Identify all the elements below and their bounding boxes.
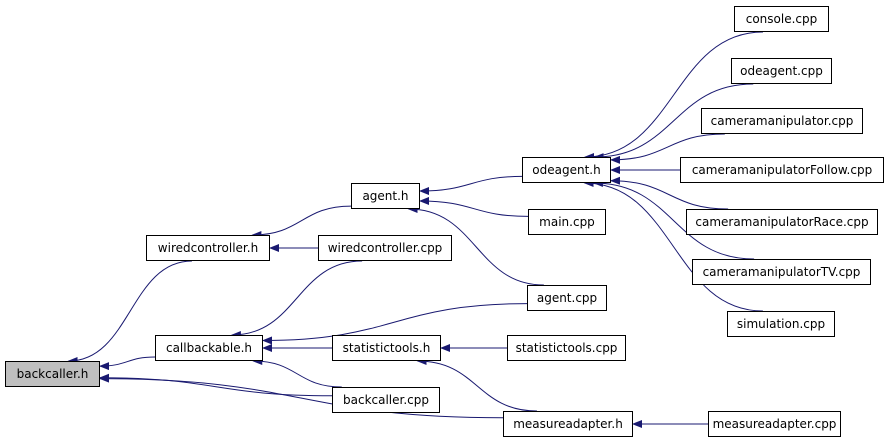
edge-cameramanipulatorRace_cpp-to-odeagent_h bbox=[610, 176, 729, 210]
node-cameramanipulatorRace-cpp[interactable]: cameramanipulatorRace.cpp bbox=[686, 209, 878, 235]
edge-callbackable_h-to-backcaller_h bbox=[99, 356, 156, 371]
edge-measureadapter_h-to-statistictools_h bbox=[416, 357, 537, 412]
node-cameramanipulatorTV-cpp[interactable]: cameramanipulatorTV.cpp bbox=[692, 259, 871, 285]
edge-wiredcontroller_cpp-to-callbackable_h bbox=[230, 260, 363, 339]
node-wiredcontroller-h[interactable]: wiredcontroller.h bbox=[146, 235, 270, 261]
node-agent-cpp[interactable]: agent.cpp bbox=[527, 285, 607, 311]
node-odeagent-cpp[interactable]: odeagent.cpp bbox=[731, 58, 832, 84]
node-backcaller-cpp[interactable]: backcaller.cpp bbox=[332, 387, 440, 413]
edge-simulation_cpp-to-odeagent_h bbox=[583, 179, 763, 312]
node-statistictools-cpp[interactable]: statistictools.cpp bbox=[507, 335, 626, 361]
node-cameramanipulator-cpp[interactable]: cameramanipulator.cpp bbox=[701, 108, 863, 134]
node-simulation-cpp[interactable]: simulation.cpp bbox=[727, 311, 835, 337]
node-statistictools-h[interactable]: statistictools.h bbox=[332, 335, 441, 361]
node-main-cpp[interactable]: main.cpp bbox=[528, 209, 606, 235]
node-odeagent-h[interactable]: odeagent.h bbox=[522, 157, 611, 183]
node-agent-h[interactable]: agent.h bbox=[351, 183, 420, 209]
edge-backcaller_cpp-to-callbackable_h bbox=[252, 357, 342, 388]
edge-wiredcontroller_h-to-backcaller_h bbox=[67, 260, 192, 365]
node-backcaller-h[interactable]: backcaller.h bbox=[5, 361, 100, 387]
edge-backcaller_cpp-to-backcaller_h bbox=[99, 373, 333, 397]
edge-odeagent_cpp-to-odeagent_h bbox=[593, 83, 754, 161]
node-measureadapter-h[interactable]: measureadapter.h bbox=[503, 411, 633, 437]
node-console-cpp[interactable]: console.cpp bbox=[734, 6, 829, 32]
edge-console_cpp-to-odeagent_h bbox=[584, 31, 763, 161]
edge-agent_cpp-to-agent_h bbox=[407, 205, 544, 286]
edge-odeagent_h-to-agent_h bbox=[419, 175, 523, 196]
node-measureadapter-cpp[interactable]: measureadapter.cpp bbox=[708, 411, 841, 437]
node-callbackable-h[interactable]: callbackable.h bbox=[155, 335, 263, 361]
node-cameramanipulatorFollow-cpp[interactable]: cameramanipulatorFollow.cpp bbox=[680, 157, 884, 183]
edge-measureadapter_h-to-backcaller_h bbox=[99, 374, 504, 419]
edge-main_cpp-to-agent_h bbox=[419, 196, 529, 217]
edge-cameramanipulatorTV_cpp-to-odeagent_h bbox=[592, 179, 755, 260]
edge-agent_cpp-to-callbackable_h bbox=[262, 303, 528, 345]
edge-agent_h-to-wiredcontroller_h bbox=[251, 205, 352, 239]
edge-cameramanipulator_cpp-to-odeagent_h bbox=[610, 133, 725, 164]
node-wiredcontroller-cpp[interactable]: wiredcontroller.cpp bbox=[318, 235, 452, 261]
